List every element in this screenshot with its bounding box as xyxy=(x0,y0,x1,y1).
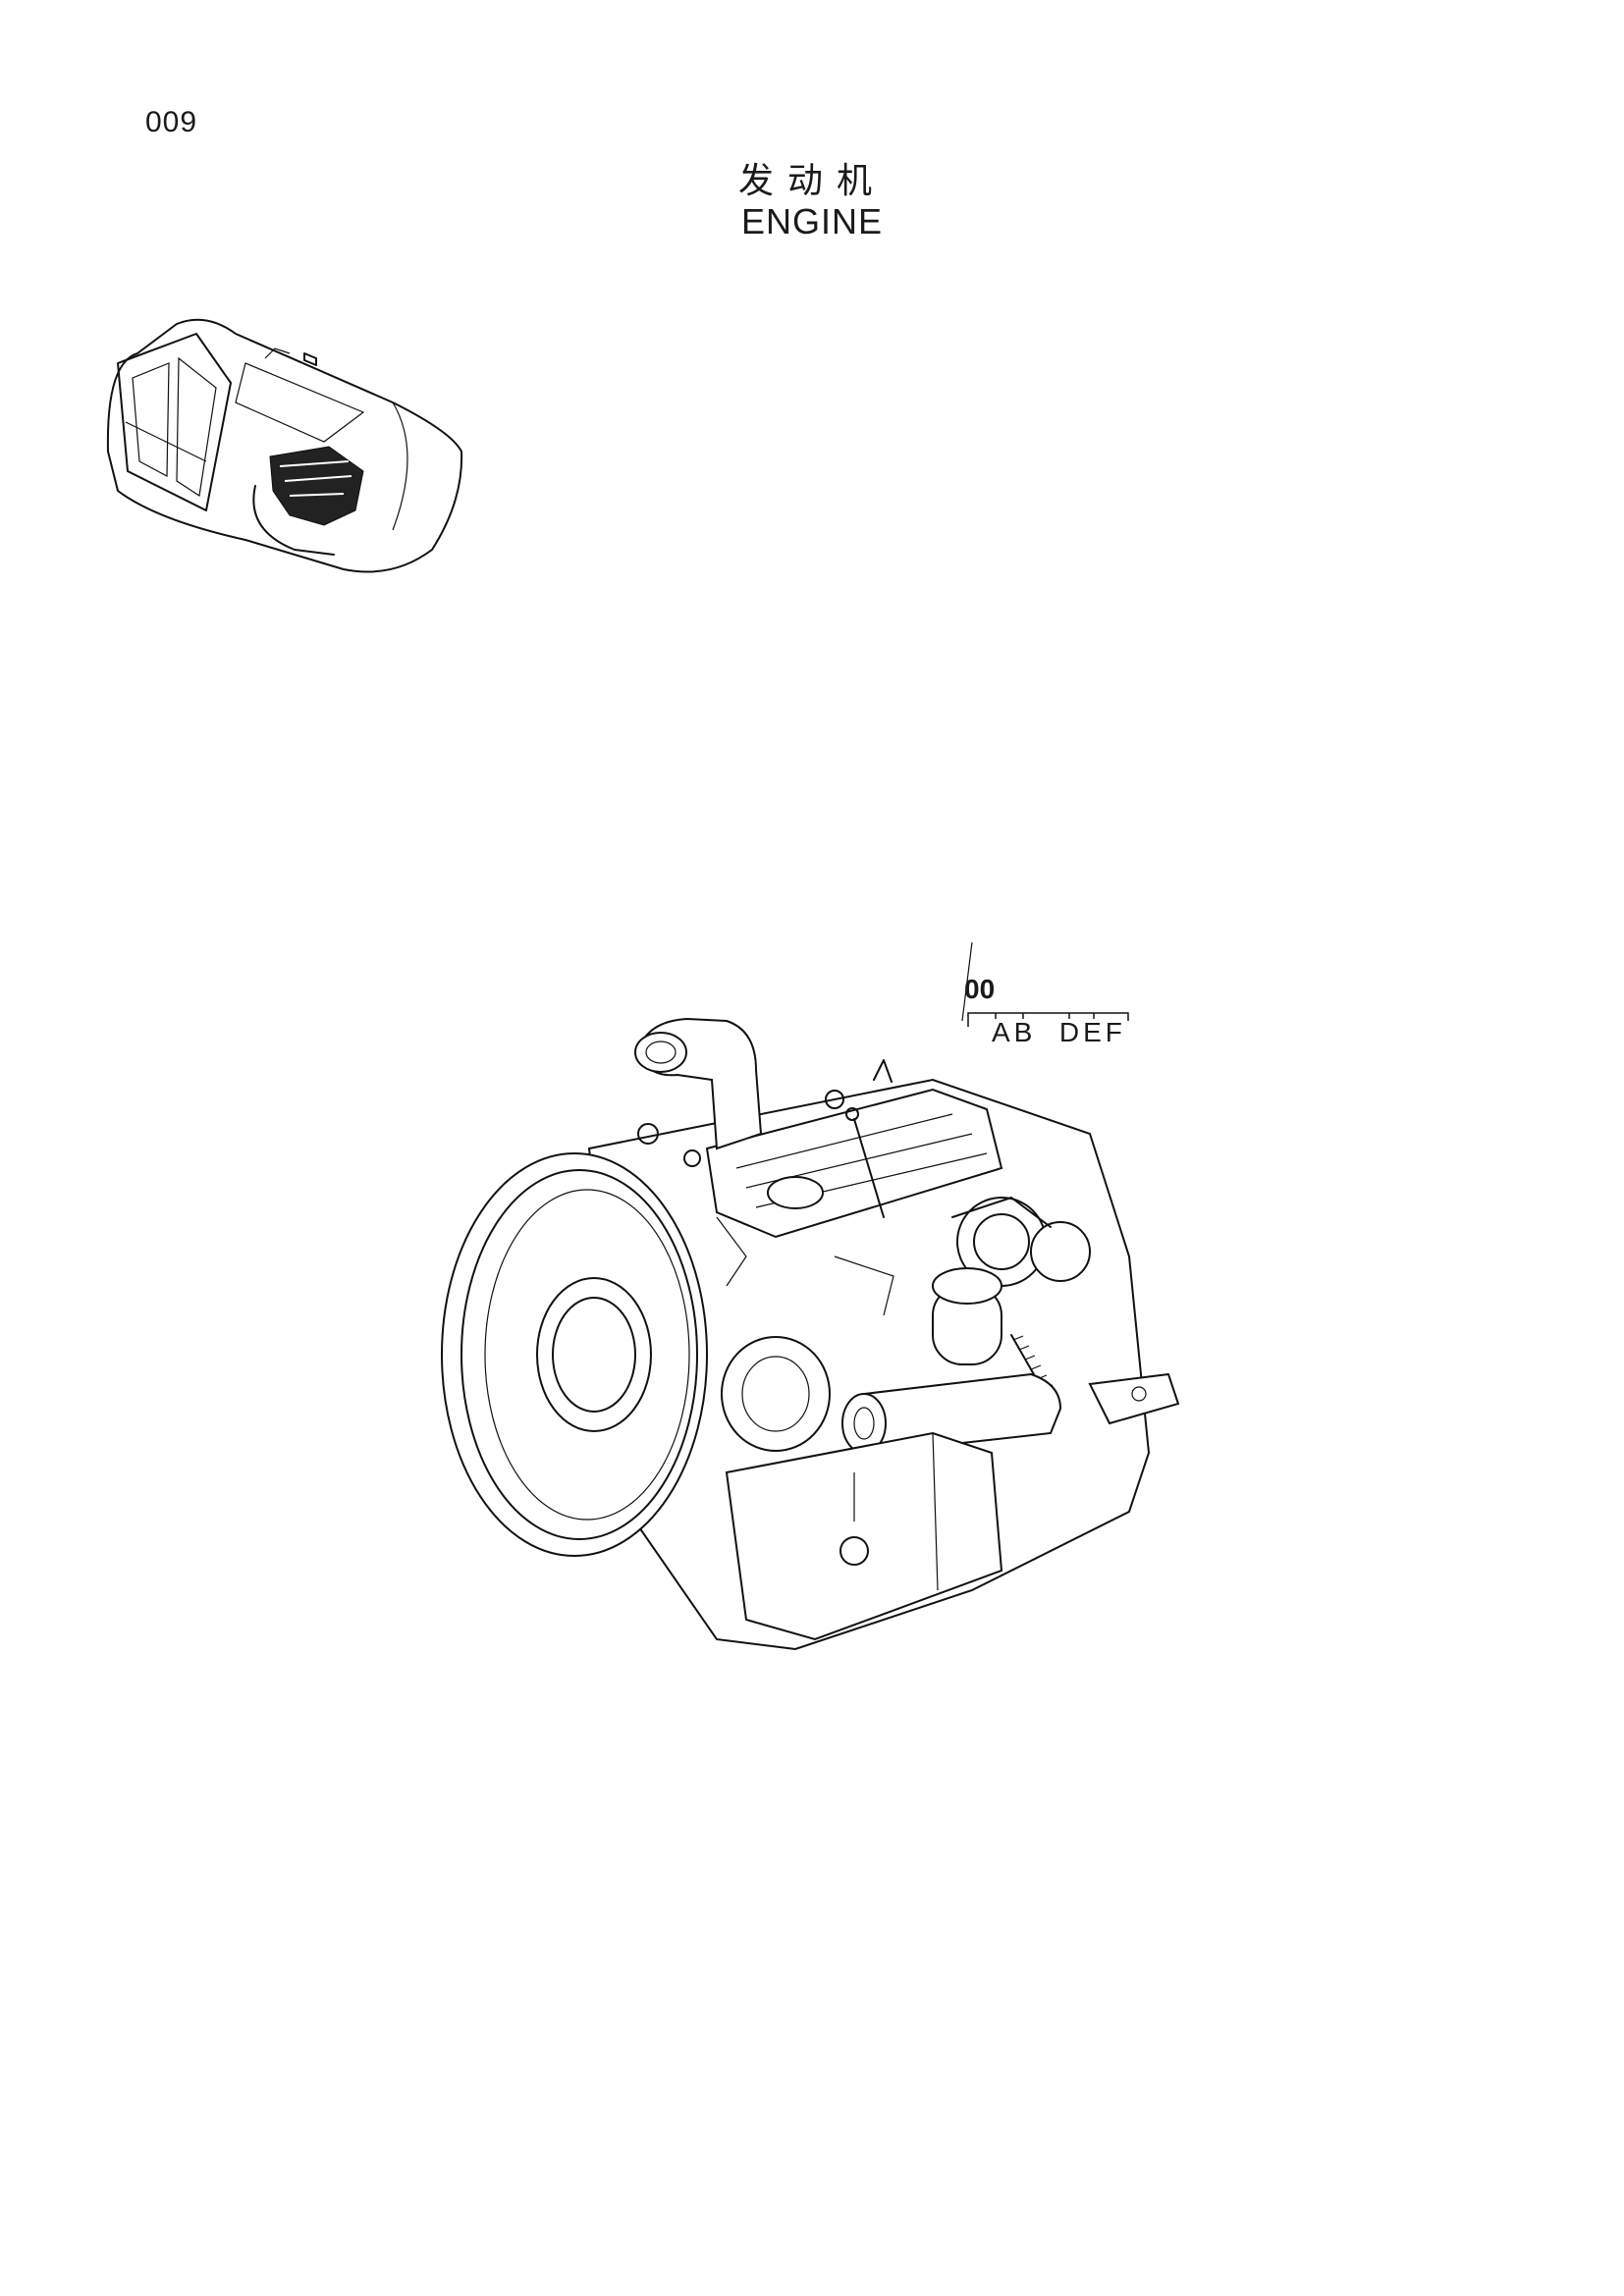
excavator-location-icon xyxy=(106,318,463,573)
engine-assembly-illustration xyxy=(441,941,1180,1651)
callout-bracket xyxy=(967,1012,1129,1027)
page-number: 009 xyxy=(145,106,198,138)
page-title-english: ENGINE xyxy=(740,201,884,241)
callout-code: 00 xyxy=(964,974,996,1004)
page-title-chinese: 发动机 xyxy=(737,161,886,201)
callout-variants: AB DEF xyxy=(992,1017,1126,1047)
